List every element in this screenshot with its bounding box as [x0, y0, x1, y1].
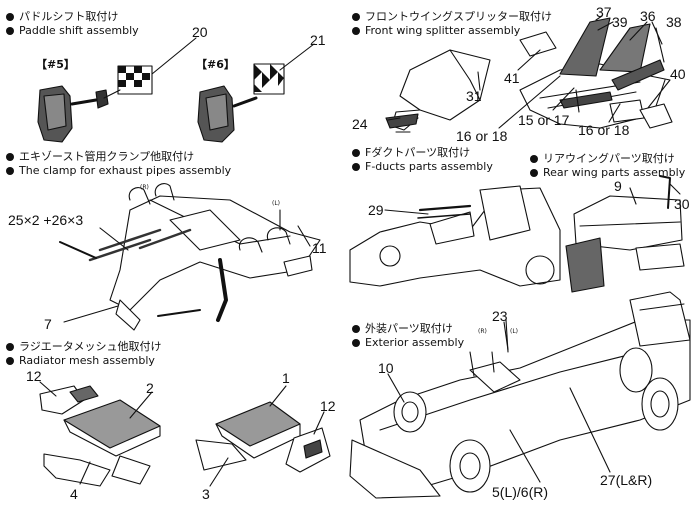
- leader-29: [384, 209, 429, 215]
- exterior-car-drawing: [349, 291, 691, 499]
- callout-part-2: 2: [146, 380, 154, 396]
- callout-part-10: 10: [378, 360, 394, 376]
- car-5-tag: 【#5】: [36, 58, 75, 71]
- paddle-decal-20-drawing: [103, 65, 153, 99]
- callout-part-7: 7: [44, 316, 52, 332]
- callout-part-5-6: 5(L)/6(R): [492, 484, 549, 500]
- callout-part-23: 23: [492, 308, 508, 324]
- callout-part-20: 20: [192, 24, 208, 40]
- leader-20: [151, 37, 197, 75]
- radiator-right-drawing: [195, 401, 331, 473]
- callout-part-1: 1: [282, 370, 290, 386]
- callout-part-37: 37: [596, 4, 612, 20]
- section-header-exterior: 外装パーツ取付け Exterior assembly: [352, 322, 464, 350]
- leader-9: [629, 187, 637, 205]
- callout-parts-25-26: 25×2 +26×3: [8, 212, 84, 228]
- bullet-icon: [352, 339, 360, 347]
- bullet-icon: [530, 169, 538, 177]
- callout-part-11: 11: [312, 240, 327, 256]
- side-mark-right: (R): [140, 184, 149, 191]
- exhaust-chassis-drawing: [88, 183, 321, 331]
- bullet-icon: [6, 343, 14, 351]
- callout-part-27: 27(L&R): [600, 472, 653, 488]
- callout-part-16-or-18: 16 or 18: [578, 122, 630, 138]
- callout-part-39: 39: [612, 14, 628, 30]
- rear-wing-drawing: [565, 175, 685, 293]
- exhaust-rod-1: [59, 241, 97, 259]
- callout-part-15-or-17: 15 or 17: [518, 112, 570, 128]
- callout-part-12: 12: [26, 368, 42, 384]
- callout-part-4: 4: [70, 486, 78, 502]
- bullet-icon: [352, 325, 360, 333]
- paddle-decal-21-drawing: [253, 63, 285, 95]
- paddle-wheel-6-drawing: [197, 85, 258, 143]
- bullet-icon: [6, 13, 14, 21]
- front-wing-leaders: [387, 15, 666, 129]
- section-header-paddle: パドルシフト取付け Paddle shift assembly: [6, 10, 139, 38]
- side-mark-left: (L): [510, 328, 519, 335]
- bullet-icon: [352, 149, 360, 157]
- callout-part-31: 31: [466, 88, 482, 104]
- callout-part-9: 9: [614, 178, 622, 194]
- section-header-front-wing: フロントウイングスプリッター取付け Front wing splitter as…: [352, 10, 552, 38]
- callout-part-21: 21: [310, 32, 326, 48]
- section-header-fducts: Fダクトパーツ取付け F-ducts parts assembly: [352, 146, 493, 174]
- bullet-icon: [530, 155, 538, 163]
- callout-part-41: 41: [504, 70, 520, 86]
- bullet-icon: [6, 153, 14, 161]
- bullet-icon: [352, 13, 360, 21]
- paddle-wheel-5-drawing: [37, 85, 109, 143]
- exhaust-rod-2: [157, 309, 201, 317]
- callout-part-29: 29: [368, 202, 384, 218]
- bullet-icon: [6, 357, 14, 365]
- radiator-left-leaders: [39, 381, 153, 485]
- radiator-left-drawing: [39, 385, 161, 487]
- bullet-icon: [6, 27, 14, 35]
- section-header-radiator: ラジエータメッシュ他取付け Radiator mesh assembly: [6, 340, 161, 368]
- callout-part-16-or-18: 16 or 18: [456, 128, 508, 144]
- nose-cone-drawing: [385, 49, 491, 133]
- exhaust-leaders: [63, 209, 311, 323]
- bullet-icon: [352, 163, 360, 171]
- bullet-icon: [6, 167, 14, 175]
- bullet-icon: [352, 27, 360, 35]
- radiator-right-leaders: [209, 385, 325, 487]
- callout-part-3: 3: [202, 486, 210, 502]
- exterior-leaders: [387, 321, 611, 483]
- callout-part-12: 12: [320, 398, 336, 414]
- callout-part-30: 30: [674, 196, 690, 212]
- side-mark-left: (L): [272, 200, 281, 207]
- section-header-rear-wing: リアウイングパーツ取付け Rear wing parts assembly: [530, 152, 685, 180]
- leader-30: [669, 183, 681, 195]
- callout-part-36: 36: [640, 8, 656, 24]
- leader-21: [279, 43, 315, 71]
- callout-part-24: 24: [352, 116, 368, 132]
- section-header-exhaust: エキゾースト管用クランプ他取付け The clamp for exhaust p…: [6, 150, 231, 178]
- callout-part-40: 40: [670, 66, 686, 82]
- callout-part-38: 38: [666, 14, 682, 30]
- side-mark-right: (R): [478, 328, 487, 335]
- car-6-tag: 【#6】: [196, 58, 235, 71]
